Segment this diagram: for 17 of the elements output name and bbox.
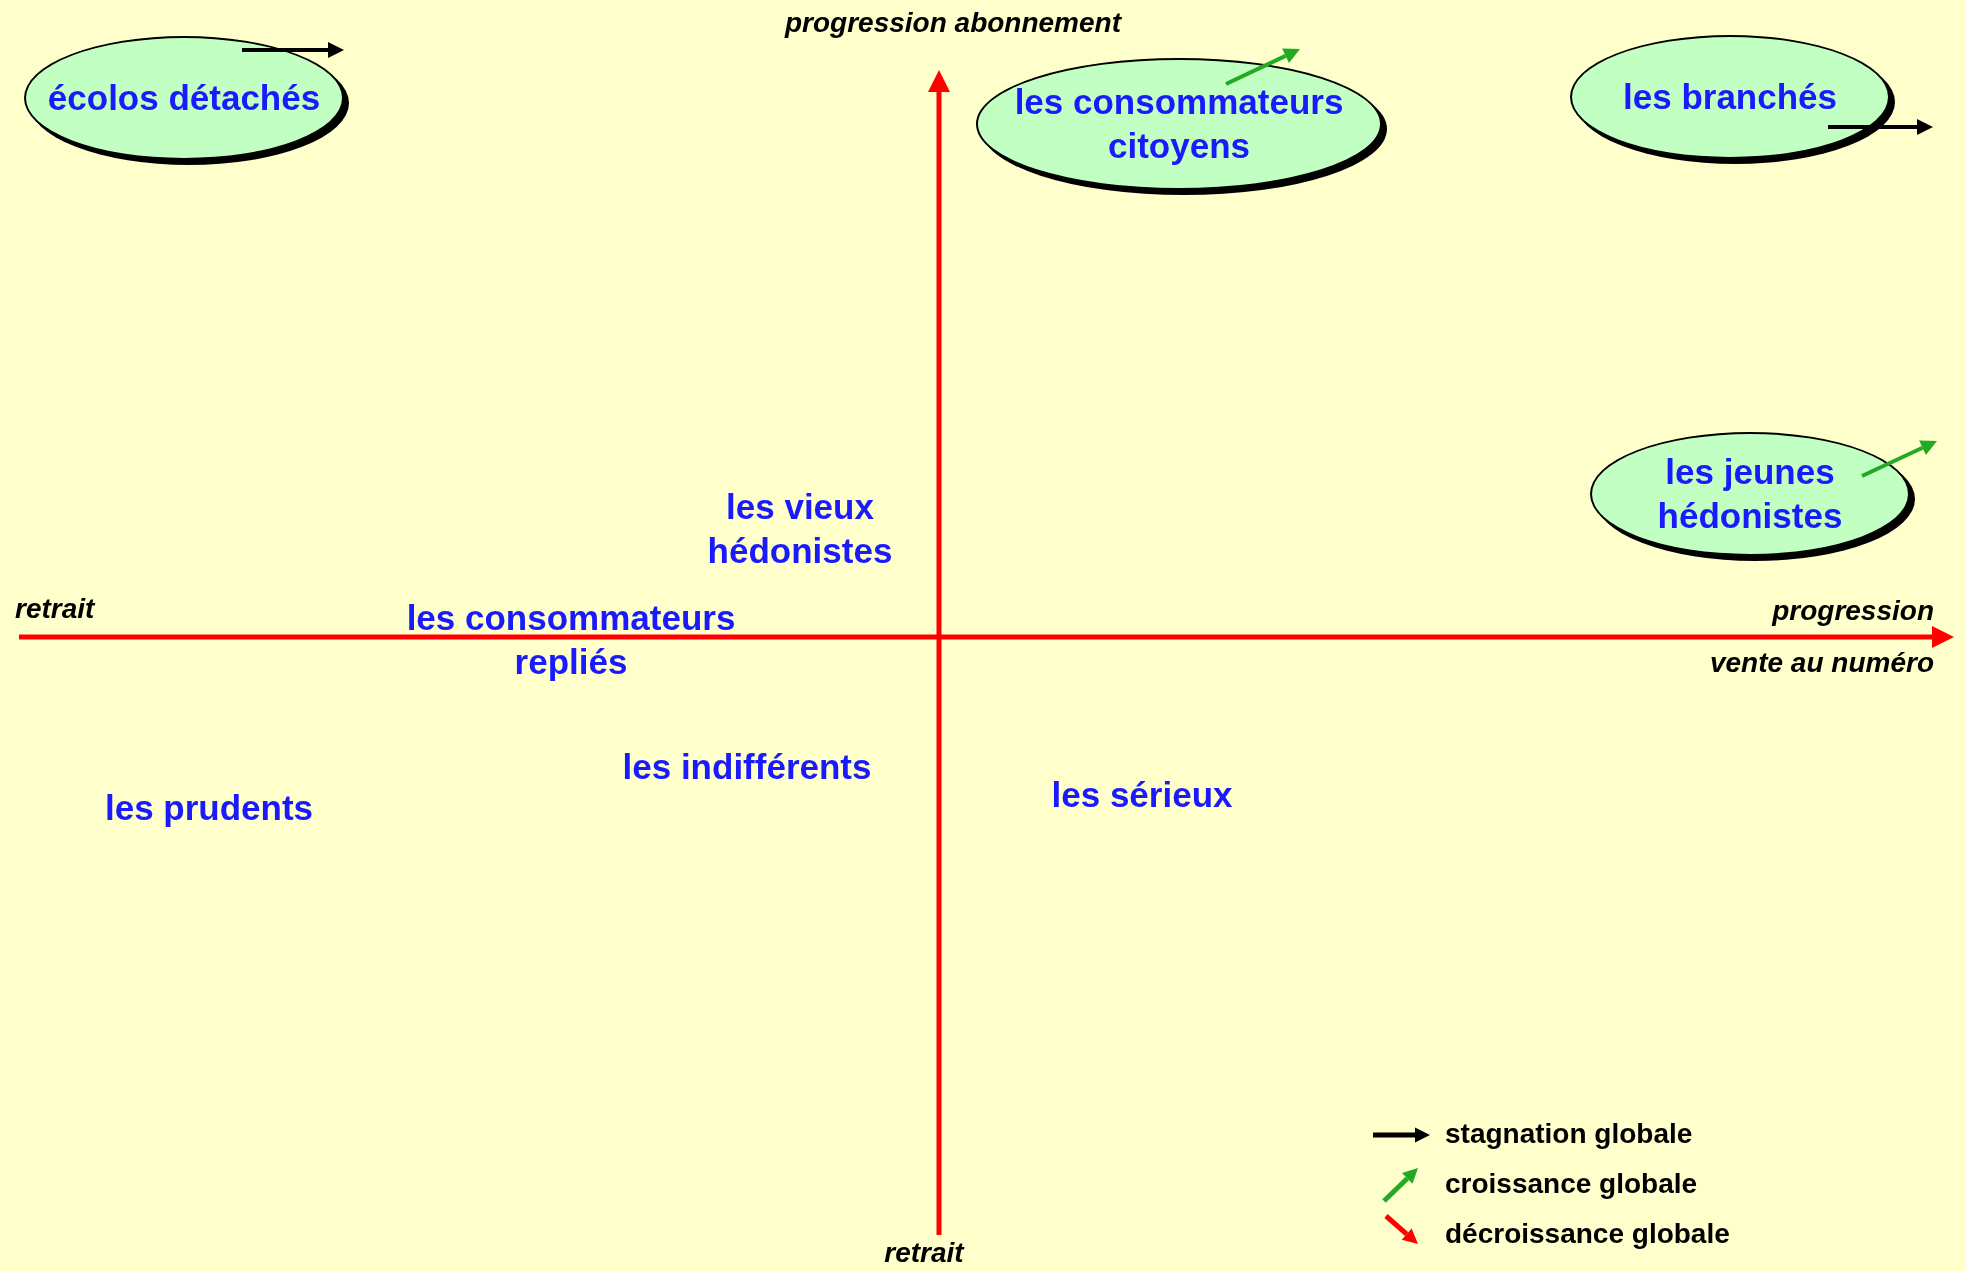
segment-label: écolos détachés bbox=[46, 77, 322, 120]
axis-label: progression bbox=[1772, 594, 1934, 628]
segment-label: les consommateurs repliés bbox=[405, 597, 737, 683]
axis-label: retrait bbox=[884, 1236, 964, 1270]
segment-label: les jeunes hédonistes bbox=[1656, 451, 1844, 537]
legend-label: décroissance globale bbox=[1445, 1217, 1730, 1251]
segment-label: les prudents bbox=[103, 787, 315, 830]
legend-label: stagnation globale bbox=[1445, 1117, 1693, 1151]
legend-label: croissance globale bbox=[1445, 1167, 1698, 1201]
segment-label: les branchés bbox=[1622, 76, 1838, 119]
segment-label: les indifférents bbox=[621, 746, 873, 789]
axis-label: progression abonnement bbox=[785, 6, 1121, 40]
segment-label: les vieux hédonistes bbox=[706, 486, 894, 572]
axis-label: vente au numéro bbox=[1709, 646, 1934, 680]
segment-label: les sérieux bbox=[1050, 774, 1234, 817]
segment-label: les consommateurs citoyens bbox=[1013, 81, 1345, 167]
axis-label: retrait bbox=[15, 592, 95, 626]
